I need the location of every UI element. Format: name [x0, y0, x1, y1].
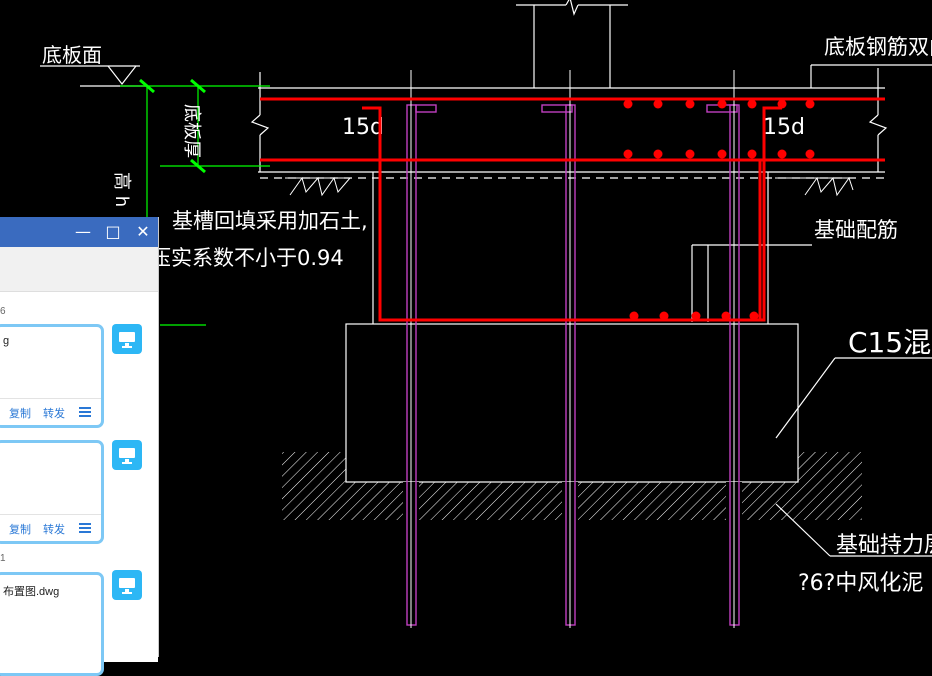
menu-icon[interactable] — [79, 407, 91, 417]
file-message-bubble[interactable]: g 复制 转发 — [0, 324, 104, 428]
file-message-bubble[interactable]: 布置图.dwg — [0, 572, 104, 676]
chat-titlebar[interactable]: — □ ✕ — [0, 217, 158, 247]
slab-surface-label: 底板面 — [42, 43, 102, 67]
slab-rebar-label: 底板钢筋双向 — [824, 35, 932, 59]
slab-surface-marker — [40, 65, 146, 87]
anchor-length-right: 15d — [763, 115, 805, 140]
backfill-note-line2: 压实系数不小于0.94 — [150, 246, 344, 270]
message-actions: 复制 转发 — [0, 514, 101, 541]
computer-avatar-icon[interactable] — [112, 570, 142, 600]
close-icon[interactable]: ✕ — [136, 222, 150, 241]
bearing-layer-label: 基础持力层 — [836, 533, 932, 558]
soil-hatch-top — [285, 176, 855, 197]
c15-concrete-label: C15混凝 — [848, 326, 932, 359]
column-stub — [516, 0, 628, 88]
message-time: 6 — [0, 306, 6, 317]
forward-link[interactable]: 转发 — [43, 408, 65, 420]
bearing-layer-hatch — [282, 452, 862, 520]
slab-thickness-label: 底板厚 — [181, 104, 202, 158]
cad-drawing-canvas[interactable]: 底板面 底板厚 高 h 基槽回填采用加石土, 压实系数不小于0.94 15d 1… — [0, 0, 932, 645]
chat-window[interactable]: — □ ✕ 6 g 复制 转发 复制 转发 1 布置图.dwg — [0, 217, 159, 676]
foundation-rebar-label: 基础配筋 — [814, 218, 898, 242]
slab-outline — [250, 64, 932, 179]
backfill-note-line1: 基槽回填采用加石土, — [172, 209, 368, 233]
dimension-lines — [120, 78, 270, 326]
chat-message-list[interactable]: 6 g 复制 转发 复制 转发 1 布置图.dwg — [0, 292, 158, 676]
forward-link[interactable]: 转发 — [43, 524, 65, 536]
file-name: g — [3, 335, 10, 347]
computer-avatar-icon[interactable] — [112, 440, 142, 470]
copy-link[interactable]: 复制 — [9, 408, 31, 420]
menu-icon[interactable] — [79, 523, 91, 533]
file-name: 布置图.dwg — [3, 586, 60, 598]
minimize-icon[interactable]: — — [75, 222, 91, 241]
pile-bars — [406, 104, 740, 626]
anchor-length-left: 15d — [342, 115, 384, 140]
computer-avatar-icon[interactable] — [112, 324, 142, 354]
copy-link[interactable]: 复制 — [9, 524, 31, 536]
chat-toolbar — [0, 247, 158, 292]
maximize-icon[interactable]: □ — [105, 222, 121, 241]
pile-centerlines — [410, 70, 735, 628]
rebar-lines — [260, 97, 885, 322]
file-message-bubble[interactable]: 复制 转发 — [0, 440, 104, 544]
height-label: 高 h — [111, 172, 132, 207]
message-actions: 复制 转发 — [0, 398, 101, 425]
weathered-rock-label: ?6?中风化泥 — [798, 571, 923, 596]
message-time: 1 — [0, 553, 6, 564]
rebar-dots — [623, 99, 815, 321]
